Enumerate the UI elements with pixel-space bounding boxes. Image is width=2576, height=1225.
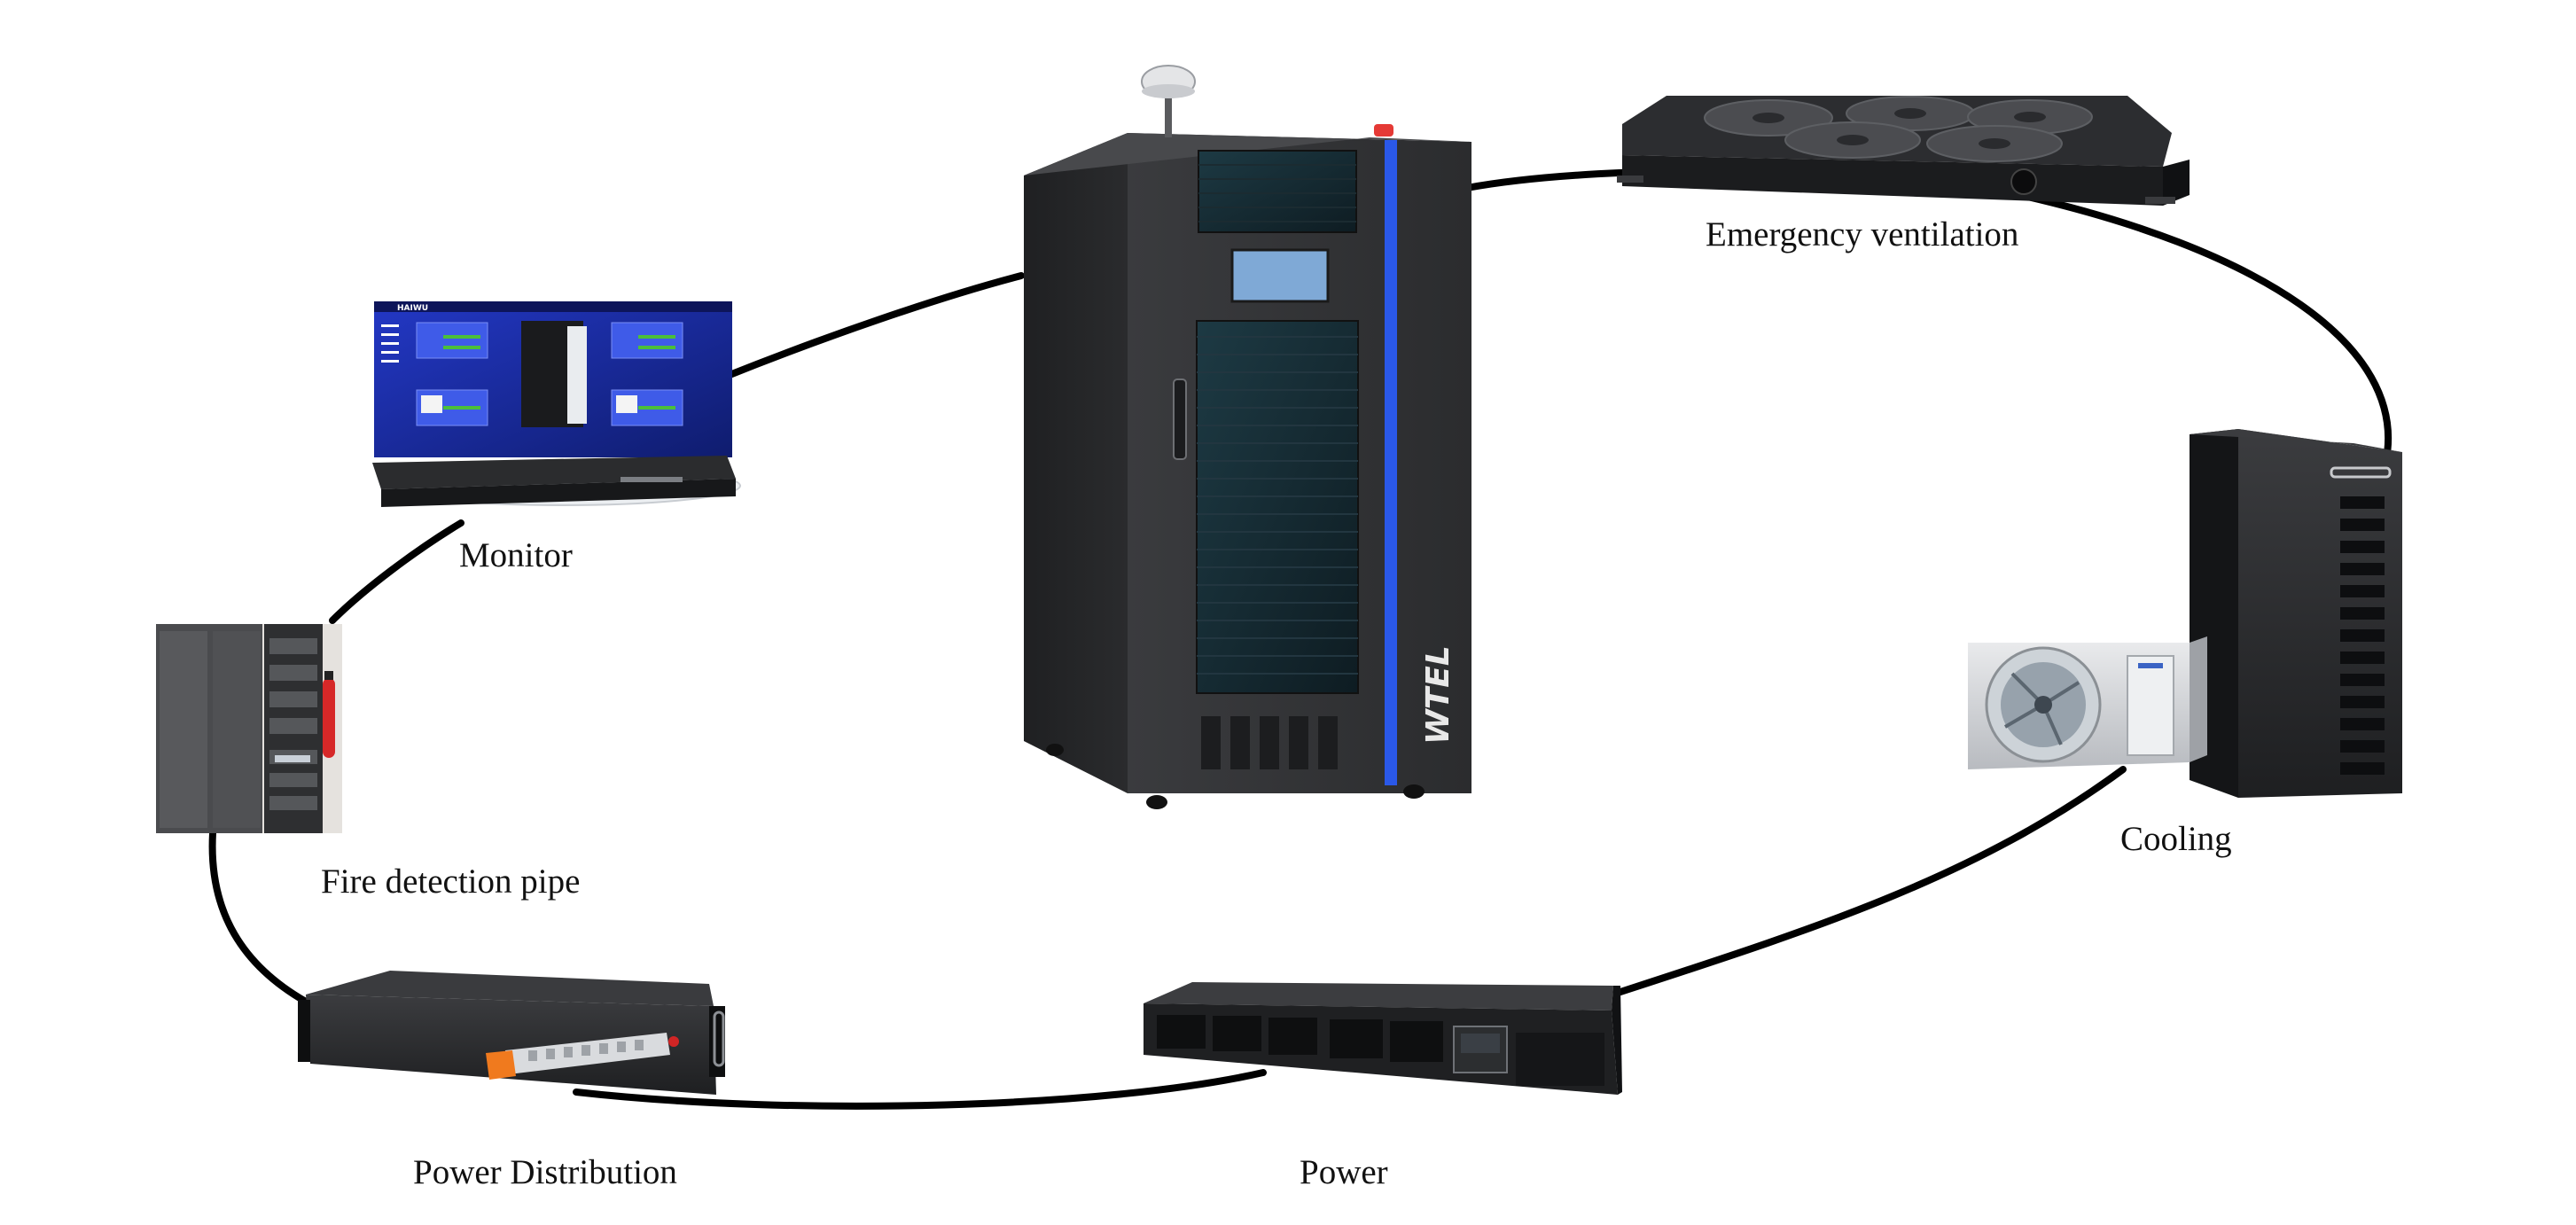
label-monitor: Monitor (459, 536, 573, 574)
label-power: Power (1300, 1153, 1388, 1191)
label-fire-detection-pipe: Fire detection pipe (321, 862, 581, 901)
cabinet-image: WTEL (1024, 65, 1471, 809)
connector-ventilation-cooling (2009, 190, 2392, 463)
monitor-brand: HAIWU (397, 304, 428, 313)
label-power-distribution: Power Distribution (413, 1153, 677, 1191)
door-slats (1197, 336, 1358, 675)
cabinet-logo: WTEL (1420, 645, 1456, 745)
connector-monitor-cabinet (722, 272, 1025, 380)
pdu-image (298, 971, 725, 1095)
fire-cabinet-image (156, 624, 342, 833)
label-cooling: Cooling (2120, 820, 2232, 858)
connector-fire-monitor (329, 519, 464, 624)
connector-cooling-power (1614, 766, 2127, 996)
connector-loop (208, 168, 2392, 1110)
ups-image (1144, 982, 1622, 1095)
connector-pdu-fire (208, 830, 309, 1005)
connector-power-pdu (573, 1069, 1267, 1110)
monitor-image: HAIWU (372, 301, 741, 507)
fan-image (1617, 96, 2190, 206)
label-emergency-ventilation: Emergency ventilation (1706, 215, 2019, 254)
cooling-image (1968, 429, 2402, 798)
